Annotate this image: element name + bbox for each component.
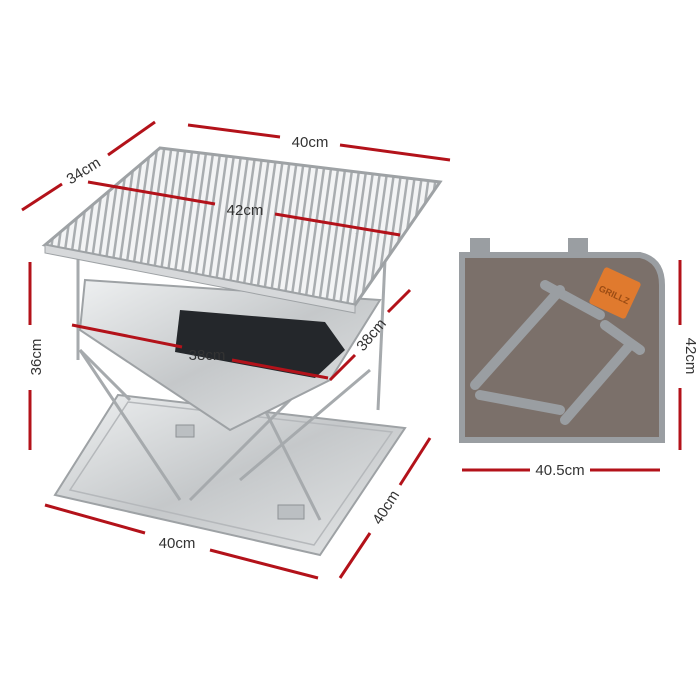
label-height: 36cm [28, 339, 45, 376]
dimension-lines [21, 120, 682, 580]
carry-bag: GRILLZ [459, 238, 665, 443]
grill-rack [41, 146, 443, 314]
latch [175, 424, 195, 438]
bag-straps [470, 280, 645, 425]
bag-logo: GRILLZ [589, 267, 641, 319]
grill-legs [76, 250, 387, 521]
label-bag-width: 40.5cm [535, 462, 584, 479]
label-rack-width: 42cm [227, 202, 264, 219]
firebox [78, 278, 382, 520]
label-base-depth: 40cm [369, 488, 403, 528]
label-base-width: 40cm [159, 535, 196, 552]
charcoal-grate [175, 310, 345, 378]
label-firebox-width: 38cm [189, 347, 226, 364]
label-top-width: 40cm [292, 134, 329, 151]
label-bag-height: 42cm [682, 338, 699, 375]
latch [277, 504, 305, 520]
